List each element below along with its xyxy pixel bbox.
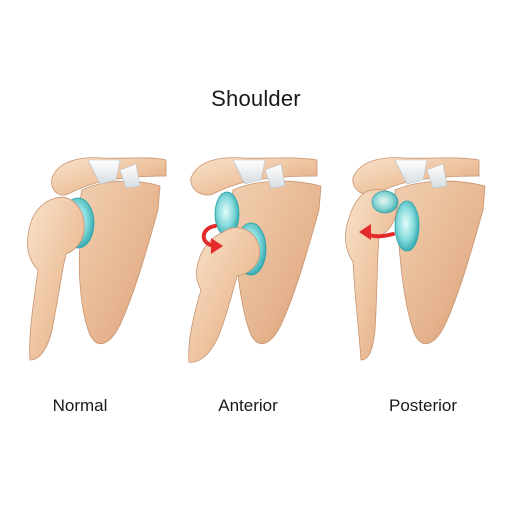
posterior-shoulder-panel (335, 150, 495, 370)
anterior-shoulder-illustration (188, 157, 322, 363)
curved-arrow-icon (359, 224, 395, 240)
curved-arrow-icon (201, 224, 223, 254)
anterior-shoulder-panel (171, 150, 331, 370)
label-anterior: Anterior (218, 396, 278, 415)
normal-shoulder-illustration (27, 157, 167, 361)
diagram-title: Shoulder (211, 86, 301, 111)
label-posterior: Posterior (388, 396, 458, 415)
label-normal: Normal (52, 396, 108, 415)
posterior-shoulder-illustration (345, 157, 486, 361)
normal-shoulder-panel (8, 150, 168, 370)
